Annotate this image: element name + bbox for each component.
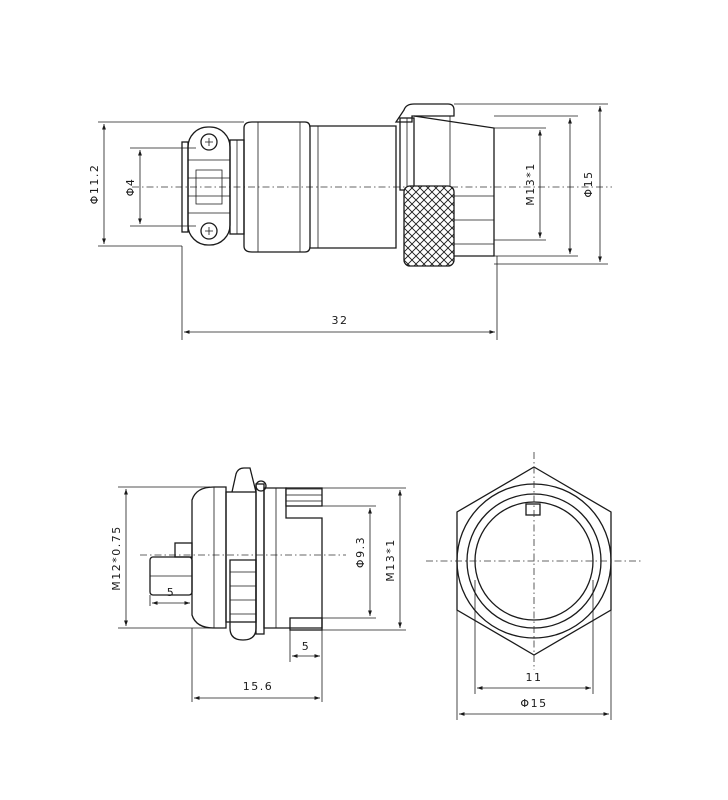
extension-lines [118, 486, 406, 702]
dimension-lines [459, 686, 609, 716]
dim-label-thread: M13*1 [524, 162, 537, 206]
connector-side-view: Φ11.2 Φ4 32 M13*1 Φ15 [88, 103, 612, 340]
coupling-nut [394, 103, 495, 267]
socket-front-view: 11 Φ15 [426, 452, 642, 720]
knurled-ring [403, 185, 455, 267]
dimension-lines [102, 106, 602, 334]
extension-lines [456, 580, 612, 720]
extension-lines [98, 103, 608, 340]
dim-label-total-length: 32 [332, 314, 349, 327]
washer [255, 483, 265, 635]
screw-icon [200, 133, 218, 151]
dim-label-outer-diameter-left: Φ11.2 [88, 164, 101, 205]
dim-label-outer-diameter: Φ15 [520, 697, 547, 710]
panel-nut-tab [231, 467, 257, 493]
dim-label-inner-diameter: Φ9.3 [354, 536, 367, 568]
front-barrel [263, 487, 323, 631]
socket-rear-cap [191, 486, 227, 629]
dim-label-total-length: 15.6 [243, 680, 274, 693]
dim-label-outer-diameter-right: Φ15 [582, 170, 595, 197]
cable-clamp [181, 126, 245, 246]
dimension-lines [124, 489, 402, 700]
threaded-shank [225, 491, 257, 641]
socket-side-view: M12*0.75 5 Φ9.3 M13*1 5 15.6 [110, 467, 406, 702]
dim-label-front-length: 5 [302, 640, 311, 653]
connector-body [243, 121, 397, 253]
dim-label-thread: M13*1 [384, 538, 397, 582]
key-slot [525, 503, 541, 516]
dim-label-pin-diameter: Φ4 [124, 178, 137, 197]
screw-icon [200, 222, 218, 240]
dim-label-pin-length: 5 [167, 586, 176, 599]
dim-label-mount-thread: M12*0.75 [110, 525, 123, 590]
o-ring [255, 480, 267, 492]
dim-label-across-flats: 11 [526, 671, 543, 684]
